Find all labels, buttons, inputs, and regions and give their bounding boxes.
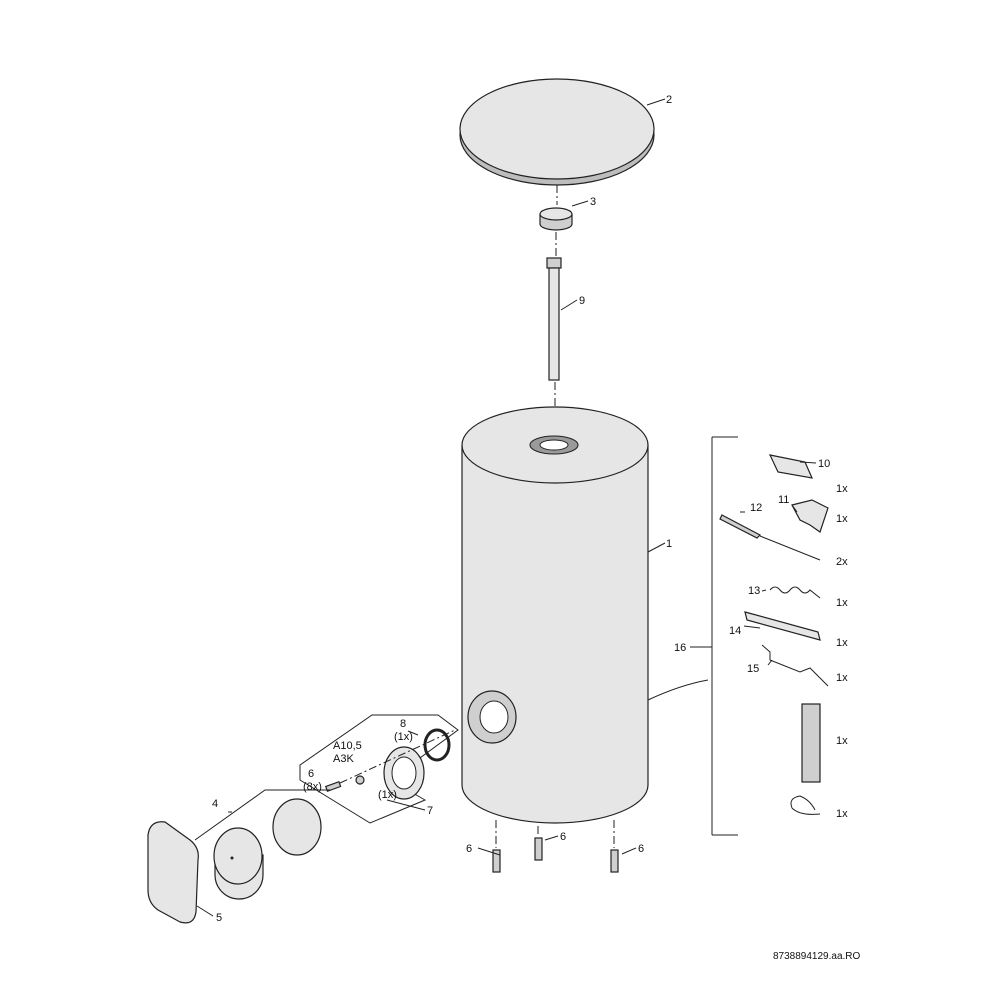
tank-cylinder-part: [461, 406, 709, 824]
accessory-bracket: [690, 436, 738, 836]
qty-14: 1x: [836, 637, 848, 649]
callout-6-middle: 6: [560, 831, 566, 843]
qty-clip: 1x: [836, 808, 848, 820]
accessory-items: [719, 454, 829, 815]
top-cover-part: [459, 78, 655, 186]
callout-11: 11: [778, 494, 789, 506]
cap-part: [539, 207, 573, 231]
accessory-quantities: 1x 1x 2x 1x 1x 1x 1x 1x: [836, 483, 848, 820]
callout-4: 4: [212, 798, 218, 810]
insulation-discs: [194, 789, 330, 900]
callout-12: 12: [750, 502, 762, 514]
qty-12: 2x: [836, 556, 848, 568]
callout-16: 16: [674, 642, 686, 654]
callout-8: 8: [400, 718, 406, 730]
callout-10: 10: [818, 458, 830, 470]
qty-13: 1x: [836, 597, 848, 609]
callout-a105: A10,5: [333, 740, 362, 752]
callout-6-right: 6: [638, 843, 644, 855]
callout-5: 5: [216, 912, 222, 924]
callout-3: 3: [590, 196, 596, 208]
callout-7-qty: (1x): [378, 789, 397, 801]
callout-14: 14: [729, 625, 741, 637]
callout-a3k: A3K: [333, 753, 354, 765]
feet-screws: [492, 820, 619, 873]
callout-2: 2: [666, 94, 672, 106]
callout-8-qty: (1x): [394, 731, 413, 743]
callout-1: 1: [666, 538, 672, 550]
callout-9: 9: [579, 295, 585, 307]
callout-7: 7: [427, 805, 433, 817]
qty-10: 1x: [836, 483, 848, 495]
qty-plate: 1x: [836, 735, 848, 747]
drawing-reference: 8738894129.aa.RO: [773, 951, 861, 962]
callout-15: 15: [747, 663, 759, 675]
qty-15: 1x: [836, 672, 848, 684]
flange-cover-part: [147, 821, 199, 924]
flange-assembly: [299, 714, 459, 824]
callout-6-left: 6: [466, 843, 472, 855]
leader-lines: [196, 98, 817, 917]
callout-13: 13: [748, 585, 760, 597]
anode-rod-part: [546, 257, 562, 381]
callout-6-qty: (8x): [303, 781, 322, 793]
callout-labels: 2 3 9 1 4 5 7 (1x) 8 (1x) A10,5 A3K 6 (8…: [212, 94, 830, 924]
qty-11: 1x: [836, 513, 848, 525]
callout-6-flange: 6: [308, 768, 314, 780]
